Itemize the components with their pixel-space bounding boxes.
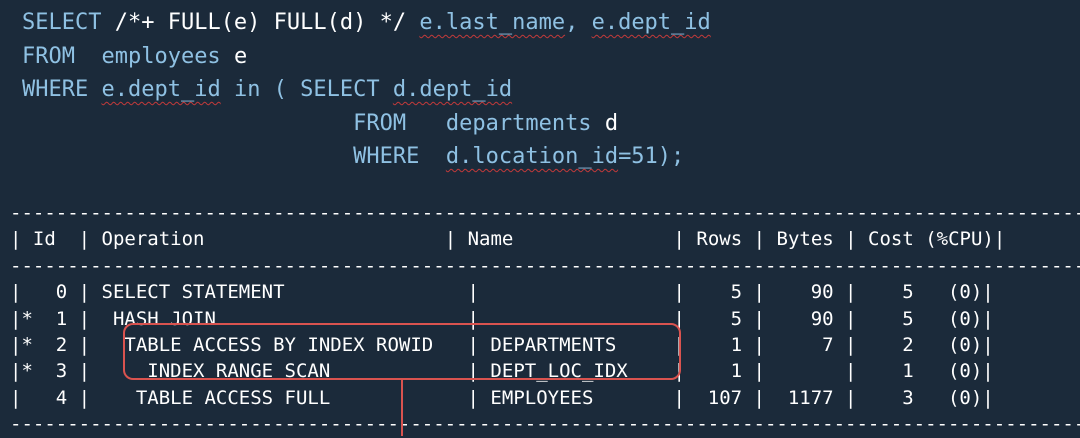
sql-line-3: WHERE e.dept_id in ( SELECT d.dept_id xyxy=(22,73,711,107)
sql-sub-where-keyword: WHERE xyxy=(353,144,420,169)
execution-plan-table: ----------------------------------------… xyxy=(10,200,1080,438)
sql-alias-d: d xyxy=(604,110,619,136)
plan-rows: | 0 | SELECT STATEMENT | | 5 | 90 | 5 (0… xyxy=(10,279,1080,411)
header-rows: Rows xyxy=(696,228,743,251)
header-cost: Cost (%CPU) xyxy=(868,228,994,251)
sql-column-last-name: e.last_name xyxy=(419,10,566,35)
sql-location-column: d.location_id xyxy=(445,144,619,169)
sql-comma: , xyxy=(565,10,592,35)
plan-separator-header: ----------------------------------------… xyxy=(10,254,1080,277)
sql-where-column: e.dept_id xyxy=(101,77,221,102)
header-name: Name xyxy=(467,228,514,251)
sql-line-4: FROM departments d xyxy=(22,107,711,141)
plan-row-0: | 0 | SELECT STATEMENT | | 5 | 90 | 5 (0… xyxy=(10,281,994,304)
sql-condition-value: =51); xyxy=(618,144,685,169)
sql-column-dept-id: e.dept_id xyxy=(591,10,711,35)
highlight-pointer-line xyxy=(401,380,403,436)
sql-line-5: WHERE d.location_id=51); xyxy=(22,140,711,174)
header-operation: Operation xyxy=(101,228,205,251)
sql-sub-from-keyword: FROM xyxy=(353,110,407,136)
plan-header-row: | Id | Operation | Name | Rows | Bytes |… xyxy=(10,228,1006,251)
plan-row-4: | 4 | TABLE ACCESS FULL | EMPLOYEES | 10… xyxy=(10,386,994,409)
sql-where-keyword: WHERE xyxy=(22,77,89,102)
plan-separator-bottom: ----------------------------------------… xyxy=(10,413,1080,436)
sql-hint: /*+ FULL(e) FULL(d) */ xyxy=(101,10,420,35)
sql-table-employees: employees xyxy=(74,43,234,69)
sql-line-2: FROM employees e xyxy=(22,40,711,74)
sql-alias-e: e xyxy=(233,43,248,69)
plan-row-3: |* 3 | INDEX RANGE SCAN | DEPT_LOC_IDX |… xyxy=(10,360,994,383)
sql-table-departments: departments xyxy=(406,110,605,136)
sql-line-1: SELECT /*+ FULL(e) FULL(d) */ e.last_nam… xyxy=(22,6,711,40)
header-bytes: Bytes xyxy=(776,228,834,251)
header-id: Id xyxy=(32,228,56,251)
highlight-box xyxy=(123,323,681,380)
sql-query: SELECT /*+ FULL(e) FULL(d) */ e.last_nam… xyxy=(22,6,711,174)
sql-subquery-column: d.dept_id xyxy=(392,77,513,102)
plan-separator-top: ----------------------------------------… xyxy=(10,202,1080,224)
sql-select-keyword: SELECT xyxy=(22,10,102,35)
sql-in-subquery: in ( SELECT xyxy=(220,77,393,102)
sql-from-keyword: FROM xyxy=(22,43,75,69)
